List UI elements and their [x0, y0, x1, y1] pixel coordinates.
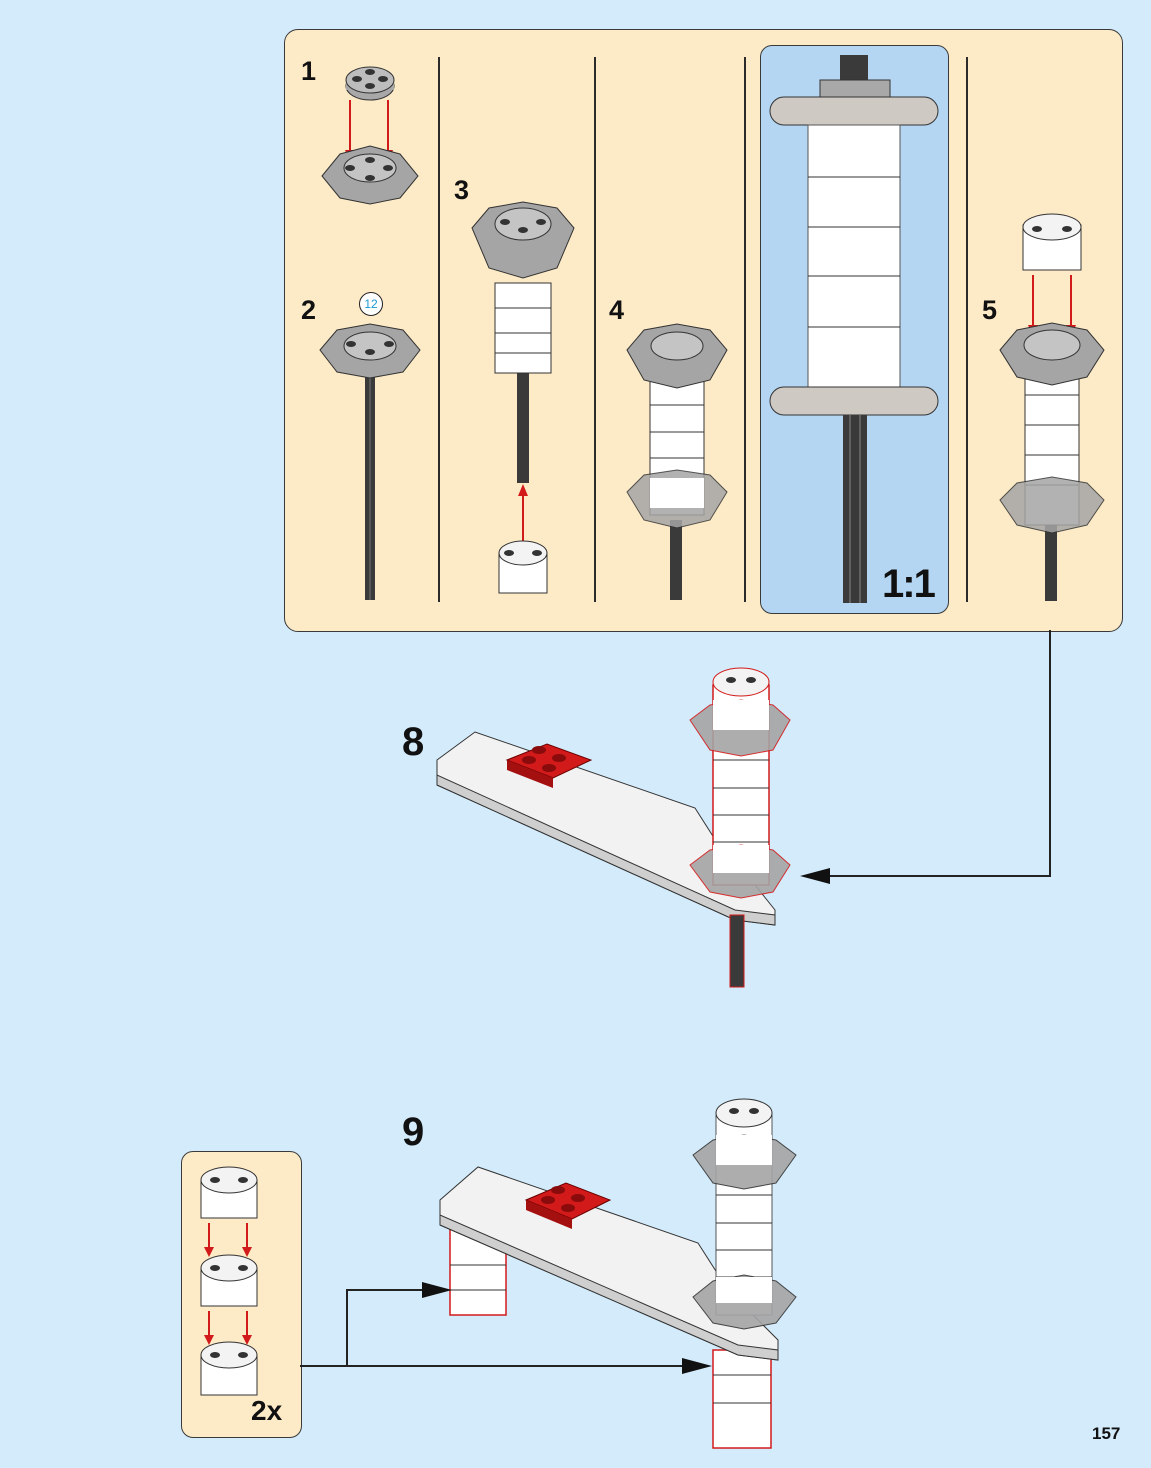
panel-divider — [594, 57, 596, 602]
callout-multiplier: 2x — [251, 1395, 283, 1426]
part-count-badge: 12 — [359, 292, 383, 316]
substep-number-1: 1 — [301, 56, 317, 86]
step-1-illustration — [321, 66, 419, 205]
step-4-illustration — [626, 323, 728, 600]
step-3-illustration — [471, 201, 575, 594]
panel-divider — [744, 57, 746, 602]
step-number-8: 8 — [402, 720, 425, 764]
substep-number-4: 4 — [609, 295, 625, 325]
step-number-9: 9 — [402, 1110, 425, 1154]
step-8-illustration — [436, 667, 791, 988]
scale-view-illustration — [769, 55, 939, 603]
substep-number-5: 5 — [982, 295, 998, 325]
step-2-illustration — [319, 323, 421, 600]
step-9-illustration — [439, 1098, 797, 1449]
callout-illustration — [200, 1166, 258, 1396]
page-number: 157 — [1092, 1424, 1121, 1443]
substep-number-3: 3 — [454, 175, 470, 205]
scale-label: 1:1 — [882, 562, 936, 606]
panel-divider — [966, 57, 968, 602]
panel-divider — [438, 57, 440, 602]
step-5-illustration — [999, 213, 1105, 601]
substep-number-2: 2 — [301, 295, 317, 325]
